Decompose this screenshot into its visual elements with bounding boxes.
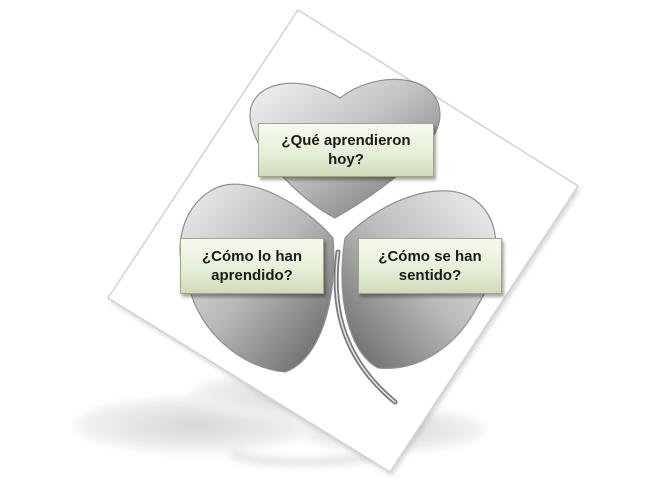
question-box-left: ¿Cómo lo han aprendido? [180, 238, 324, 294]
question-box-right: ¿Cómo se han sentido? [358, 238, 502, 294]
question-text-right: ¿Cómo se han sentido? [378, 248, 482, 284]
question-text-left: ¿Cómo lo han aprendido? [202, 248, 302, 284]
rotated-frame [106, 8, 580, 474]
question-text-top: ¿Qué aprendieron hoy? [281, 132, 411, 168]
question-box-top: ¿Qué aprendieron hoy? [258, 123, 434, 177]
